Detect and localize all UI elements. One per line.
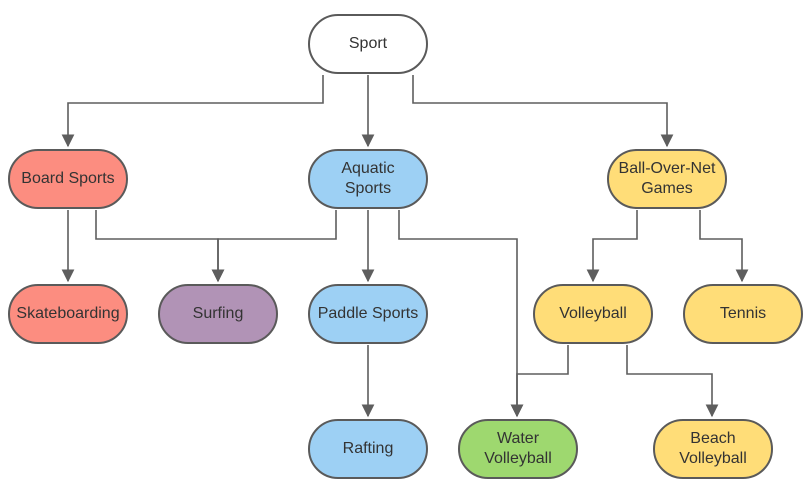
node-surfing-label: Surfing [192,305,244,322]
node-rafting: Rafting [308,419,428,479]
node-beach-volleyball-label: Beach Volleyball [679,430,747,467]
node-sport-label: Sport [348,35,388,52]
edge-sport-to-ball-over-net [412,75,674,148]
edge-volleyball-to-beach-volleyball [626,345,719,418]
node-ball-over-net-games-label: Ball-Over-Net Games [618,160,716,197]
node-skateboarding-label: Skateboarding [16,305,120,322]
node-board-sports: Board Sports [8,149,128,209]
node-rafting-label: Rafting [342,440,394,457]
node-volleyball: Volleyball [533,284,653,344]
node-ball-over-net-games: Ball-Over-Net Games [607,149,727,209]
node-aquatic-sports-label: Aquatic Sports [341,160,395,197]
node-sport: Sport [308,14,428,74]
edge-aquatic-sports-to-surfing [211,210,337,283]
edge-sport-to-board-sports [61,75,324,148]
node-beach-volleyball: Beach Volleyball [653,419,773,479]
edge-volleyball-to-water-volleyball [510,345,569,418]
node-aquatic-sports: Aquatic Sports [308,149,428,209]
node-water-volleyball: Water Volleyball [458,419,578,479]
node-board-sports-label: Board Sports [21,170,115,187]
node-volleyball-label: Volleyball [559,305,627,322]
edge-ball-over-net-to-volleyball [586,210,638,283]
edge-aquatic-sports-to-water-volleyball [398,210,524,418]
node-paddle-sports-label: Paddle Sports [317,305,419,322]
node-tennis: Tennis [683,284,803,344]
edge-board-sports-to-surfing [95,210,225,283]
node-water-volleyball-label: Water Volleyball [484,430,552,467]
node-skateboarding: Skateboarding [8,284,128,344]
edge-ball-over-net-to-tennis [699,210,749,283]
node-surfing: Surfing [158,284,278,344]
node-paddle-sports: Paddle Sports [308,284,428,344]
node-tennis-label: Tennis [719,305,767,322]
